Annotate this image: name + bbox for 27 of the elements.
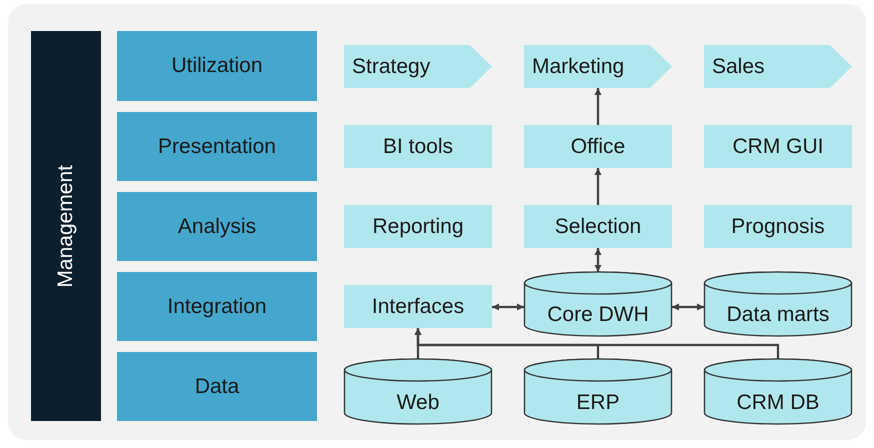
database-cylinder: Data marts	[704, 272, 852, 336]
process-box: CRM GUI	[704, 125, 852, 168]
process-box: Interfaces	[344, 285, 492, 328]
database-cylinder: ERP	[524, 359, 672, 424]
pentagon-tag: Strategy	[344, 45, 492, 88]
process-box: Reporting	[344, 205, 492, 248]
management-bar: Management	[31, 31, 101, 421]
process-box: BI tools	[344, 125, 492, 168]
database-cylinder: Core DWH	[524, 272, 672, 336]
layer-box: Utilization	[117, 31, 317, 101]
process-box: Prognosis	[704, 205, 852, 248]
pentagon-tag: Marketing	[524, 45, 672, 88]
database-cylinder: CRM DB	[704, 359, 852, 424]
layer-box: Analysis	[117, 192, 317, 261]
pentagon-tag: Sales	[704, 45, 852, 88]
arrow	[672, 304, 704, 310]
arrow	[414, 328, 780, 359]
layer-box: Integration	[117, 272, 317, 341]
process-box: Selection	[524, 205, 672, 248]
database-cylinder: Web	[344, 359, 492, 424]
arrow	[594, 168, 602, 205]
arrow	[492, 304, 524, 310]
arrow	[594, 88, 602, 125]
layer-box: Presentation	[117, 112, 317, 181]
process-box: Office	[524, 125, 672, 168]
layer-box: Data	[117, 352, 317, 421]
arrow	[594, 248, 602, 272]
